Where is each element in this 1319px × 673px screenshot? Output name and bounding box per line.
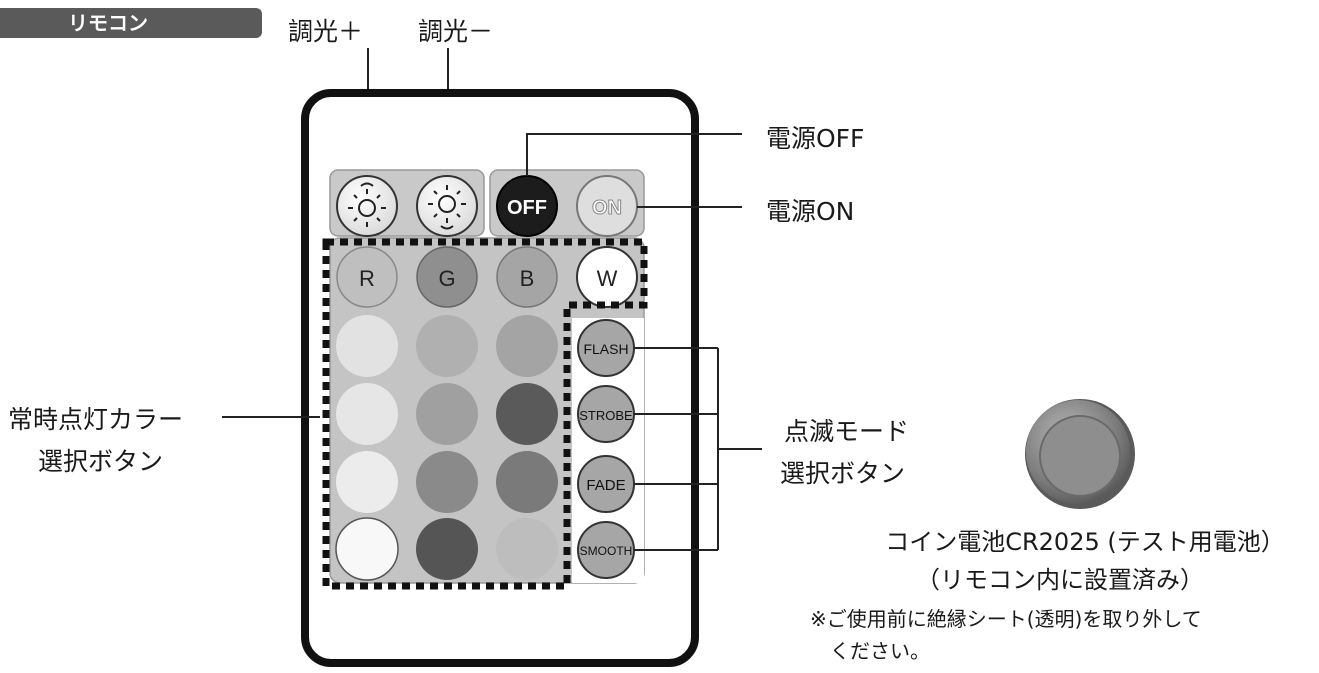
color-button[interactable] [416,383,478,445]
off-button-label: OFF [507,197,547,219]
color-button[interactable] [496,383,558,445]
battery-caption-1: コイン電池CR2025 (テスト用電池） [885,528,1285,556]
dim-down-label: 調光－ [418,17,494,46]
color-button[interactable] [336,451,398,513]
g-button[interactable] [416,246,478,308]
dim-down-button[interactable] [416,175,478,237]
battery-caption-2: （リモコン内に設置済み） [916,566,1204,594]
battery-note-2: ください。 [830,639,930,663]
power-off-label: 電源OFF [766,124,865,153]
color-button[interactable] [416,451,478,513]
color-button[interactable] [496,451,558,513]
b-label: B [520,266,535,291]
dim-up-label: 調光＋ [288,17,364,46]
fade-label: FADE [586,477,625,494]
color-selection-outline [322,238,648,590]
dim-up-button[interactable] [336,175,398,237]
coin-battery [1025,399,1135,509]
mode-label-2: 選択ボタン [780,459,906,488]
r-button[interactable] [336,246,398,308]
strobe-label: STROBE [579,408,633,423]
w-label: W [597,266,618,291]
mode-label-1: 点滅モード [784,417,910,446]
constant-color-label-2: 選択ボタン [38,447,164,476]
b-button[interactable] [496,246,558,308]
color-button[interactable] [335,517,399,581]
sun-down-icon [428,185,466,230]
color-button[interactable] [336,383,398,445]
color-button[interactable] [416,518,478,580]
g-label: G [438,266,455,291]
flash-label: FLASH [583,341,628,357]
color-button[interactable] [496,518,558,580]
section-tag: リモコン [0,8,262,38]
w-button[interactable] [576,246,638,308]
color-button[interactable] [416,315,478,377]
battery-note-1: ※ご使用前に絶縁シート(透明)を取り外して [810,607,1202,631]
constant-color-label-1: 常時点灯カラー [8,405,184,434]
smooth-label: SMOOTH [580,544,633,558]
color-button[interactable] [496,315,558,377]
r-label: R [359,266,375,291]
color-button[interactable] [336,315,398,377]
on-button-label: ON [592,197,622,219]
power-on-label: 電源ON [766,197,855,226]
sun-up-icon [348,182,386,227]
